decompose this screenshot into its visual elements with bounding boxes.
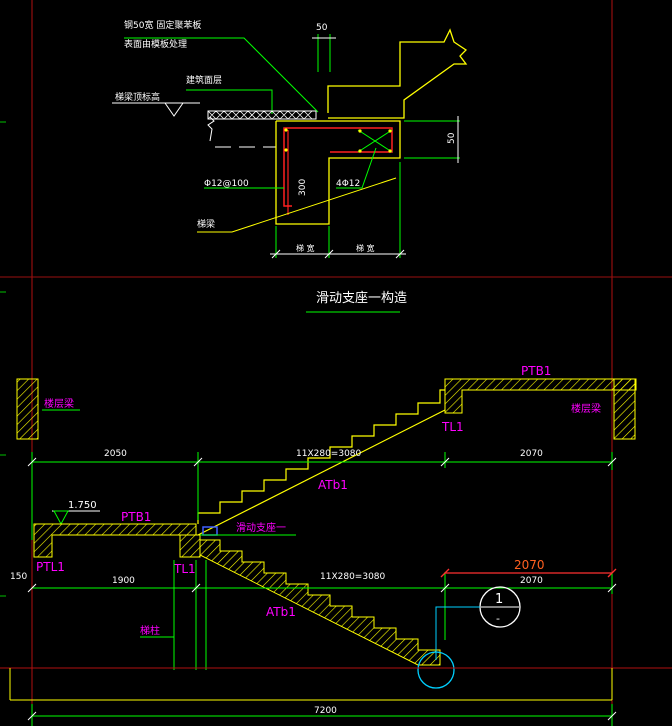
callout-sub: -: [496, 612, 500, 625]
elev-marker: [53, 510, 69, 526]
upper-landing-label: PTB1: [521, 364, 551, 378]
upper-dim-mid: 11X280=3080: [296, 449, 362, 459]
callout-number: 1: [495, 592, 503, 607]
column-label: 梯柱: [140, 624, 160, 637]
upper-flight: 楼层梁 楼层梁 PTB1 TL1 ATb1 2050 11X280=3080 2…: [16, 364, 637, 540]
upper-dim-left: 2050: [104, 449, 127, 459]
upper-soffit: [197, 409, 446, 536]
lower-dim-line: [27, 560, 617, 670]
left-wall: [16, 378, 39, 440]
red-dim: [440, 568, 617, 578]
bottom-dim-right: 梯 宽: [356, 243, 375, 253]
bars-leader: [336, 147, 377, 189]
callout-target: [417, 651, 455, 689]
top-dim-50: [312, 34, 336, 72]
bars-label: 4Φ12: [336, 179, 360, 189]
finish-leader: [186, 89, 273, 114]
upper-dim-right: 2070: [520, 449, 543, 459]
total-dim-text: 7200: [314, 706, 337, 716]
break-line: [207, 116, 215, 142]
right-dim: [404, 116, 460, 163]
lower-dim-right: 2070: [520, 576, 543, 586]
upper-steps: [197, 389, 445, 524]
lower-elevation: 1.750: [68, 500, 97, 511]
beam-label: 梯梁: [197, 218, 215, 230]
lower-stair: [199, 539, 441, 666]
lower-landing: [33, 523, 197, 558]
bottom-dim-left: 梯 宽: [296, 243, 315, 253]
rebar-label: Φ12@100: [204, 179, 249, 189]
top-dim-text: 50: [316, 23, 328, 33]
right-dim-text: 50: [447, 132, 457, 144]
note-leader: [124, 37, 319, 113]
left-height: 150: [10, 572, 27, 582]
left-beam-label: PTL1: [36, 560, 65, 574]
beam-leader: [197, 177, 397, 233]
finish-strip: [207, 110, 317, 120]
lower-flight: 1.750 PTB1 PTL1 150 TL1 滑动支座一 ATb1: [0, 500, 672, 726]
total-dim: [9, 668, 613, 701]
total-dim-line: [27, 704, 617, 726]
mid-beam: [179, 534, 201, 558]
lower-dim-right-top: 2070: [514, 558, 545, 572]
depth-dim-text: 300: [298, 179, 308, 196]
elev-triangle: [164, 102, 184, 117]
bars-dots: [284, 128, 392, 153]
right-wall-label: 楼层梁: [571, 402, 601, 415]
mid-beam-label: TL1: [173, 562, 196, 576]
beam-outline: [275, 120, 401, 225]
lower-landing-label: PTB1: [121, 510, 151, 524]
note-line-2: 表面由模板处理: [124, 38, 187, 50]
lower-dim-left: 1900: [112, 576, 135, 586]
lower-dim-mid: 11X280=3080: [320, 572, 386, 582]
bars-cross: [357, 129, 393, 153]
upper-beam-label: TL1: [441, 420, 464, 434]
left-elev-label: 梯梁顶标高: [115, 91, 160, 103]
left-wall-label: 楼层梁: [44, 397, 74, 410]
detail-sliding-support: 50 钢50宽 固定聚苯板 表面由模板处理 建筑面层 梯梁顶标高: [112, 19, 468, 313]
upper-dim-line: [27, 452, 617, 540]
upper-landing: [444, 378, 637, 414]
detail-title: 滑动支座一构造: [316, 291, 407, 306]
upper-flight-label: ATb1: [318, 478, 348, 492]
bottom-dims: [270, 162, 406, 259]
lower-flight-label: ATb1: [266, 605, 296, 619]
support-label: 滑动支座一: [236, 521, 286, 534]
finish-label: 建筑面层: [186, 74, 222, 86]
callout-leader: [435, 606, 480, 660]
note-line-1: 钢50宽 固定聚苯板: [124, 19, 201, 31]
margin-ticks: [0, 121, 6, 597]
rebar-l: [283, 127, 393, 207]
upper-piece: [327, 28, 468, 119]
